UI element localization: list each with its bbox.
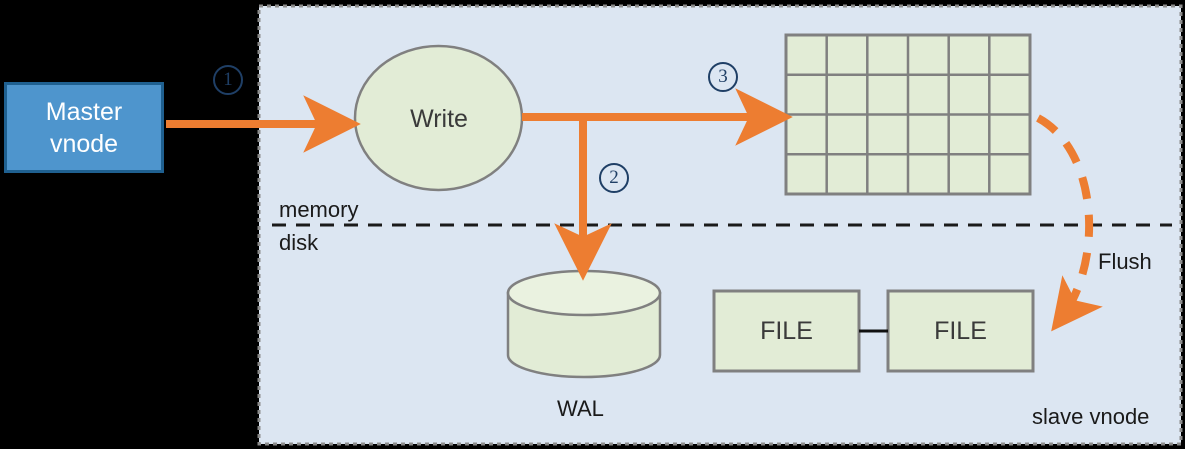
file-box-2-label: FILE	[934, 317, 987, 345]
wal-cylinder-shape	[506, 269, 662, 379]
write-node-label: Write	[410, 105, 468, 133]
master-vnode-label-line1: Master	[45, 97, 123, 126]
master-vnode-box: Master vnode	[4, 82, 164, 173]
file-box-1-label: FILE	[760, 317, 813, 345]
memtable-grid	[784, 33, 1032, 196]
file-box-1	[712, 289, 861, 373]
memory-label: memory	[279, 197, 359, 222]
file-box-2	[886, 289, 1035, 373]
step-number-1-badge: 1	[213, 65, 243, 95]
slave-vnode-label: slave vnode	[1032, 404, 1150, 429]
disk-label: disk	[279, 230, 319, 255]
master-vnode-label-line2: vnode	[49, 129, 119, 158]
wal-label: WAL	[557, 396, 604, 421]
flush-label: Flush	[1098, 249, 1152, 274]
step-number-2-badge: 2	[599, 163, 629, 193]
step-number-3-badge: 3	[708, 62, 738, 92]
arrow-flush-to-file	[1035, 114, 1103, 332]
